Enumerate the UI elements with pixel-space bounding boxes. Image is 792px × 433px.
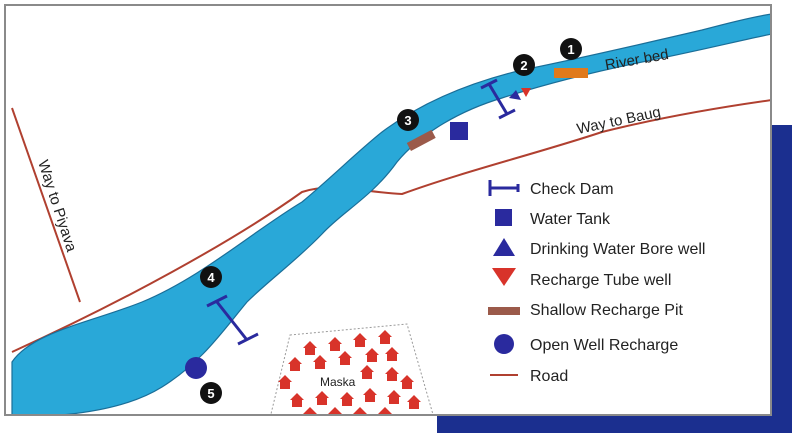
legend-label: Water Tank (530, 211, 611, 228)
house-icon (328, 407, 342, 414)
road-label-baug: Way to Baug (575, 104, 662, 138)
check-dam-icon (206, 294, 259, 346)
house-icon (290, 393, 304, 407)
legend-label: Drinking Water Bore well (530, 241, 705, 258)
house-icon (385, 367, 399, 381)
marker-5: 5 (200, 382, 222, 404)
legend-label: Shallow Recharge Pit (530, 302, 684, 319)
river (11, 13, 770, 414)
legend-label: Recharge Tube well (530, 272, 671, 289)
bar-icon (554, 68, 588, 78)
svg-text:5: 5 (207, 386, 214, 401)
legend-label: Road (530, 368, 568, 385)
house-icon (400, 375, 414, 389)
square-icon (495, 209, 512, 226)
svg-text:2: 2 (520, 58, 527, 73)
svg-text:3: 3 (404, 113, 411, 128)
square-icon (450, 122, 468, 140)
house-icon (407, 395, 421, 409)
house-icon (385, 347, 399, 361)
legend-label: Check Dam (530, 181, 614, 198)
village-houses (278, 330, 421, 414)
map-canvas: River bed Way to Baug Way to Piyava 1 2 … (11, 13, 770, 414)
svg-text:4: 4 (207, 270, 215, 285)
house-icon (340, 392, 354, 406)
house-icon (303, 341, 317, 355)
house-icon (353, 333, 367, 347)
house-icon (338, 351, 352, 365)
marker-4: 4 (200, 266, 222, 288)
triangle-down-icon (521, 88, 531, 97)
bar-icon (488, 307, 520, 315)
house-icon (315, 391, 329, 405)
triangle-up-icon (493, 238, 515, 256)
circle-icon (494, 334, 514, 354)
house-icon (363, 388, 377, 402)
house-icon (378, 407, 392, 414)
legend-label: Open Well Recharge (530, 337, 678, 354)
marker-3: 3 (397, 109, 419, 131)
check-dam-icon (480, 78, 516, 120)
bar-icon (406, 129, 436, 151)
marker-2: 2 (513, 54, 535, 76)
house-icon (378, 330, 392, 344)
svg-text:1: 1 (567, 42, 574, 57)
house-icon (278, 375, 292, 389)
house-icon (387, 390, 401, 404)
house-icon (360, 365, 374, 379)
house-icon (365, 348, 379, 362)
circle-icon (185, 357, 207, 379)
house-icon (288, 357, 302, 371)
house-icon (328, 337, 342, 351)
road-main (11, 99, 770, 353)
marker-1: 1 (560, 38, 582, 60)
legend: Check Dam Water Tank Drinking Water Bore… (488, 180, 705, 385)
check-dam-icon (488, 180, 520, 196)
house-icon (313, 355, 327, 369)
road-label-piyava: Way to Piyava (34, 158, 80, 255)
triangle-up-icon (509, 90, 521, 100)
map-frame: River bed Way to Baug Way to Piyava 1 2 … (4, 4, 772, 416)
house-icon (303, 407, 317, 414)
triangle-down-icon (492, 268, 516, 286)
village-label: Maska (320, 375, 356, 389)
house-icon (353, 407, 367, 414)
road-piyava (11, 107, 81, 303)
